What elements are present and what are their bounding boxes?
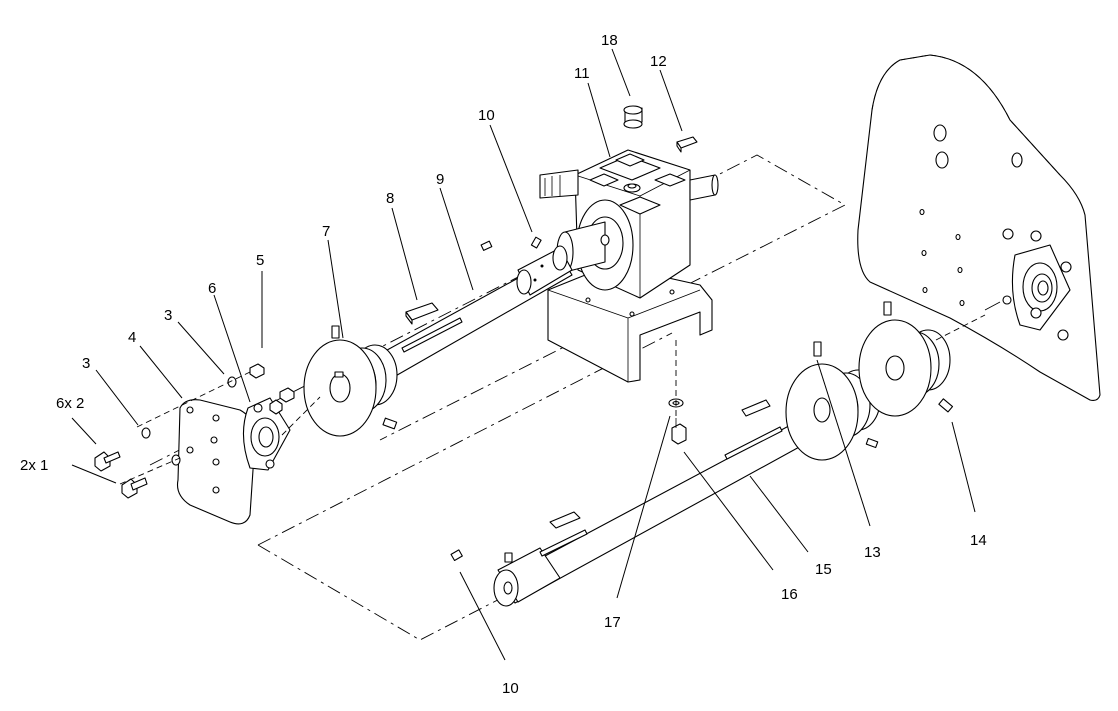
part-2-bolt <box>94 451 121 472</box>
lower-shaft-keys <box>549 399 771 529</box>
callout-11: 11 <box>574 65 590 82</box>
callout-2: 6x 2 <box>56 395 84 412</box>
part-16-bolt <box>671 418 687 445</box>
part-1-bolt <box>121 477 148 499</box>
callout-15: 15 <box>815 561 832 578</box>
callout-9: 9 <box>436 171 444 188</box>
assembly-plane-upper <box>149 154 846 466</box>
callout-3a: 3 <box>82 355 90 372</box>
centerlines <box>119 314 986 485</box>
callout-18: 18 <box>601 32 618 49</box>
part-15-lower-shaft <box>450 417 814 607</box>
part-6-flange-bearing <box>242 397 291 471</box>
callout-1: 2x 1 <box>20 457 48 474</box>
callout-10b: 10 <box>502 680 519 697</box>
part-14-lower-pulley-rear <box>858 301 954 417</box>
side-plate <box>857 54 1101 401</box>
leader-lines <box>71 48 976 661</box>
callout-labels: 2x 1 6x 2 3 4 3 6 5 7 8 9 10 11 18 12 10… <box>20 32 987 697</box>
callout-16: 16 <box>781 586 798 603</box>
callout-5: 5 <box>256 252 264 269</box>
part-18-cap <box>623 105 643 129</box>
callout-13: 13 <box>864 544 881 561</box>
callout-17: 17 <box>604 614 621 631</box>
part-7-upper-pulley <box>303 325 398 437</box>
callout-8: 8 <box>386 190 394 207</box>
part-5-nuts <box>249 363 295 415</box>
part-8-key <box>405 302 439 325</box>
callout-3b: 3 <box>164 307 172 324</box>
part-10-set-screw-upper <box>480 236 542 251</box>
gearbox <box>539 149 719 383</box>
callout-4: 4 <box>128 329 136 346</box>
callout-6: 6 <box>208 280 216 297</box>
callout-10a: 10 <box>478 107 495 124</box>
part-12-key <box>676 136 698 153</box>
callout-7: 7 <box>322 223 330 240</box>
part-4-mount-plate <box>176 399 256 525</box>
callout-14: 14 <box>970 532 987 549</box>
callout-12: 12 <box>650 53 667 70</box>
